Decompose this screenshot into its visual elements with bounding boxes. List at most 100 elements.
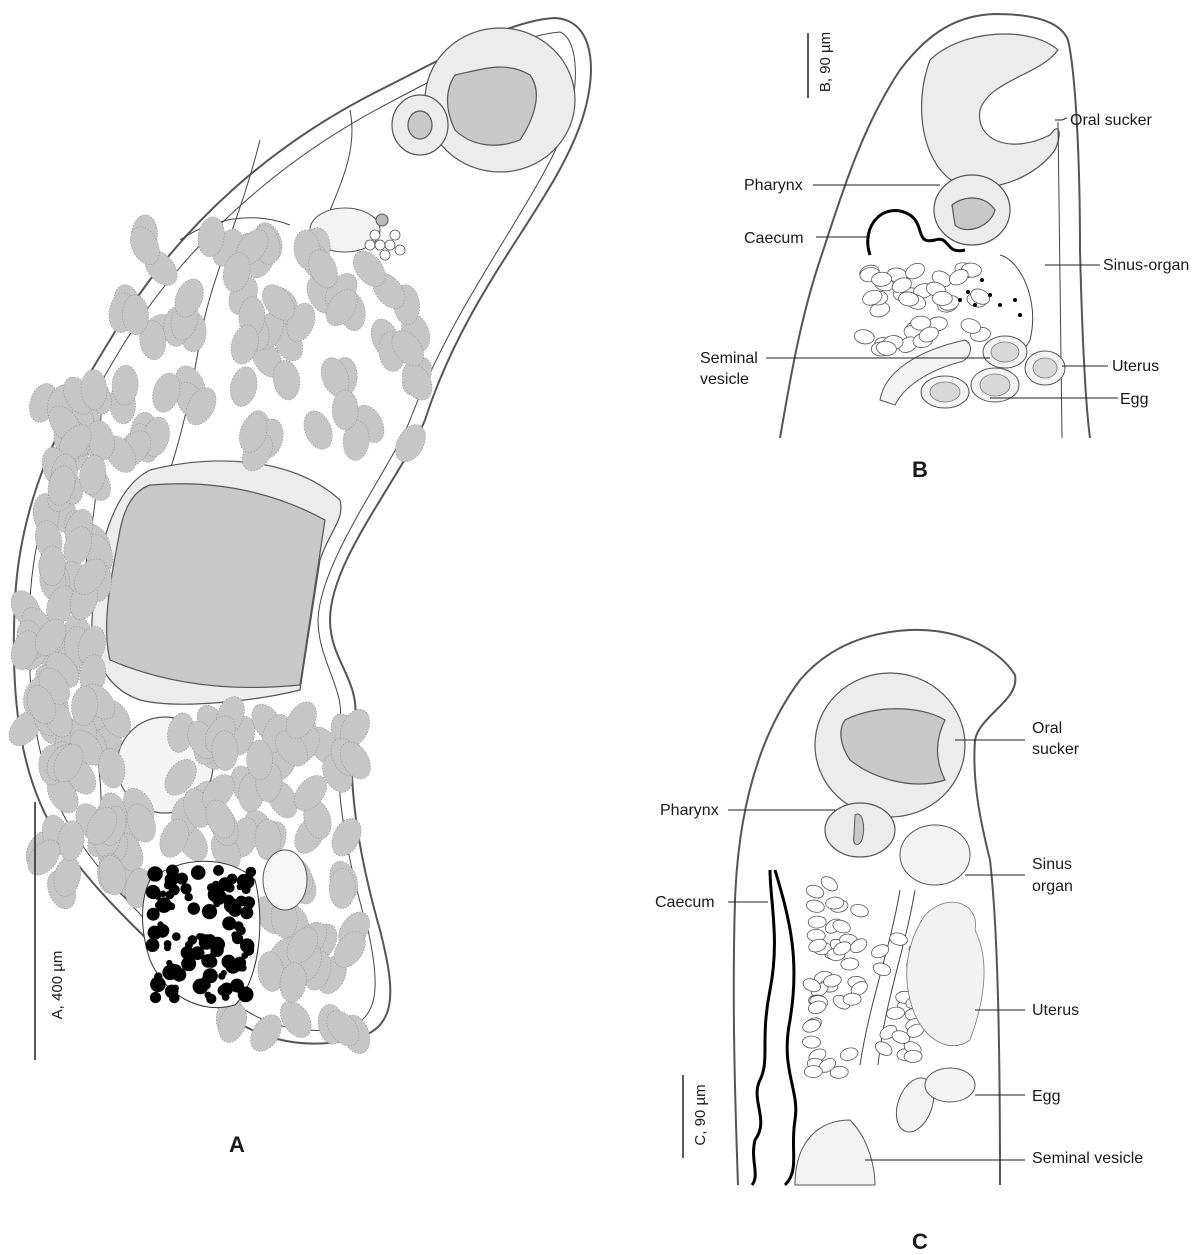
ovary-granule — [198, 934, 215, 950]
ovary-granule — [150, 976, 166, 993]
vitelline-follicle — [391, 330, 425, 367]
panel-b-leaders — [766, 117, 1118, 399]
vitelline-cell — [850, 904, 869, 918]
panel-b: B, 90 µm Oral sucker Pharynx Caecum Sinu… — [700, 12, 1189, 482]
panel-b-label-uterus: Uterus — [1112, 358, 1159, 375]
vitelline-follicle — [139, 319, 167, 361]
panel-b-label-oral-sucker: Oral sucker — [1070, 112, 1152, 129]
panel-a-letter: A — [229, 1132, 245, 1157]
ovary-granule — [243, 944, 255, 956]
vitelline-follicle — [80, 369, 108, 410]
panel-c-label-sinus: Sinus — [1032, 856, 1072, 873]
vitelline-follicle — [230, 324, 259, 365]
panel-b-caecum — [866, 209, 966, 256]
vitelline-follicle — [326, 1010, 360, 1047]
vitelline-cell — [871, 944, 890, 959]
panel-b-label-sinus-organ: Sinus-organ — [1103, 257, 1189, 274]
panel-c-uterus — [906, 901, 985, 1046]
vitelline-follicle — [229, 366, 258, 407]
panel-b-vitellaria — [853, 262, 991, 357]
panel-b-label-caecum: Caecum — [744, 230, 804, 247]
ovary-granule — [207, 883, 216, 892]
vitelline-follicle — [303, 410, 333, 450]
vitelline-cell — [806, 899, 825, 913]
ovary-granule — [228, 962, 235, 969]
vitelline-follicle — [26, 685, 56, 725]
vitelline-follicle — [280, 1000, 312, 1038]
vitelline-cell — [905, 262, 925, 280]
panel-a-scale-label: A, 400 µm — [49, 951, 66, 1020]
vitelline-follicle — [57, 820, 85, 862]
ovary-granule — [233, 921, 244, 932]
ovary-granule — [149, 991, 162, 1004]
vitelline-cell — [960, 318, 981, 334]
panel-b-seminal-vesicle — [879, 339, 971, 406]
ovary-granule — [237, 986, 254, 1003]
vitelline-follicle — [34, 618, 67, 656]
vitelline-follicle — [79, 454, 107, 496]
panel-a-ovary — [142, 849, 308, 1009]
panel-b-label-egg: Egg — [1120, 391, 1148, 408]
ovary-granule — [180, 946, 194, 960]
vitelline-follicle — [197, 216, 225, 258]
panel-a-scale-bar: A, 400 µm — [34, 802, 66, 1060]
vitelline-follicle — [98, 855, 127, 896]
vitelline-cell — [910, 315, 932, 331]
vitelline-follicle — [254, 819, 282, 860]
vitelline-follicle — [333, 931, 366, 968]
vitelline-follicle — [246, 739, 273, 781]
ovary-granule — [156, 897, 172, 913]
vitelline-follicle — [58, 424, 92, 461]
panel-b-label-pharynx: Pharynx — [744, 177, 803, 194]
ovary-granule — [169, 992, 180, 1004]
panel-a-oral-sucker — [391, 27, 576, 173]
ovary-granule — [201, 904, 218, 920]
ovary-granule — [180, 883, 192, 895]
ovary-granule — [204, 991, 212, 999]
ovary-granule — [190, 946, 205, 960]
vitelline-cell — [871, 271, 892, 287]
vitelline-follicle — [71, 685, 98, 727]
ovary-granule — [209, 952, 217, 960]
panel-b-scale-bar: B, 90 µm — [807, 32, 834, 98]
vitelline-follicle — [126, 803, 156, 843]
panel-c-vitellaria — [802, 876, 933, 1079]
vitelline-follicle — [38, 545, 66, 587]
panel-c-label-seminal-vesicle: Seminal vesicle — [1032, 1150, 1143, 1167]
panel-c-oral-sucker — [814, 672, 966, 818]
vitelline-follicle — [122, 294, 149, 336]
vitelline-follicle — [272, 359, 301, 401]
panel-a-ventral-sucker — [91, 460, 342, 705]
vitelline-cell — [876, 340, 897, 356]
panel-c-seminal-vesicle — [794, 1119, 876, 1186]
ovary-granule — [146, 907, 160, 921]
ovary-granule — [202, 968, 218, 984]
ovary-granule — [165, 890, 175, 900]
vitelline-cell — [886, 1006, 905, 1020]
vitelline-follicle — [63, 526, 93, 566]
vitelline-follicle — [340, 708, 370, 748]
vitelline-follicle — [250, 1014, 282, 1052]
vitelline-cell — [823, 974, 842, 988]
vitelline-cell — [903, 1049, 923, 1063]
vitelline-follicle — [47, 465, 76, 506]
panel-b-letter: B — [912, 457, 928, 482]
vitelline-cell — [839, 1047, 859, 1061]
panel-c-label-organ: organ — [1032, 878, 1073, 895]
vitelline-cell — [829, 1065, 849, 1079]
panel-c-label-caecum: Caecum — [655, 894, 715, 911]
vitelline-cell — [842, 992, 862, 1006]
vitelline-follicle — [285, 701, 317, 740]
vitelline-follicle — [130, 226, 160, 265]
vitelline-cell — [918, 326, 939, 343]
vitelline-follicle — [98, 747, 126, 789]
ovary-granule — [213, 900, 221, 908]
ovary-granule — [147, 925, 162, 940]
vitelline-follicle — [164, 759, 197, 796]
vitelline-follicle — [261, 284, 295, 321]
vitelline-cell — [807, 915, 827, 929]
ovary-granule — [240, 906, 254, 920]
vitelline-follicle — [205, 799, 235, 839]
vitelline-follicle — [111, 364, 139, 406]
